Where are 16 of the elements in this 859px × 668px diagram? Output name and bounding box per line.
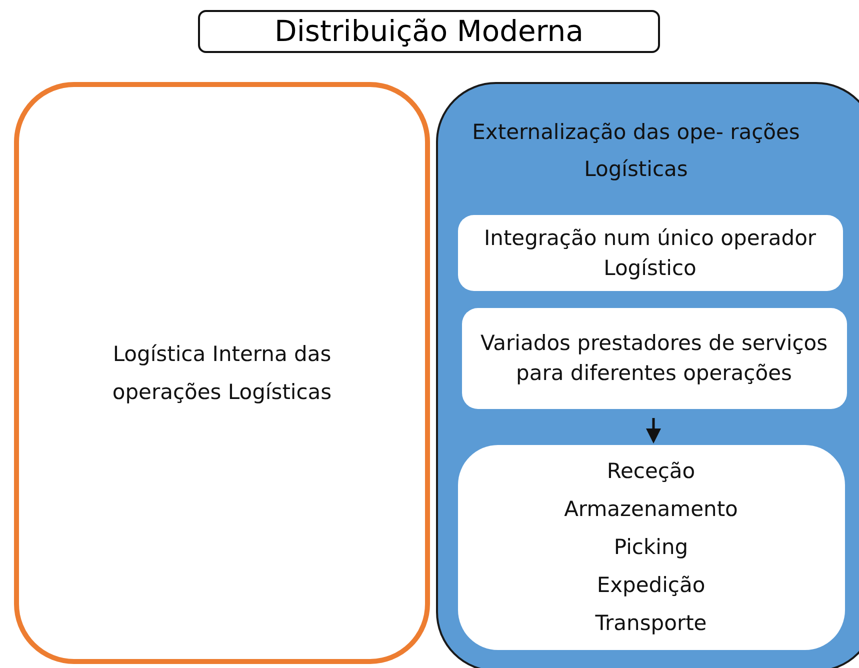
panel-heading: Externalização das ope- rações Logísticas [471,119,801,183]
arrow [646,418,661,444]
node-text: Integração num único operador Logístico [482,224,818,282]
process-panel [14,82,430,664]
title-box: Distribuição Moderna [198,10,660,53]
process-panel [436,82,859,668]
node-text: Variados prestadores de serviços para diferentes operações [479,330,829,387]
node-text: Expedição [596,572,706,599]
node-text: Receção [606,458,696,485]
process-box [458,444,844,650]
node-text: Logística Interna das operações Logísticas [111,341,333,406]
node-text: Transporte [595,610,707,637]
node-text: Armazenamento [564,496,738,523]
process-box [458,214,842,290]
node-text: Picking [614,534,688,561]
process-box [462,308,846,408]
